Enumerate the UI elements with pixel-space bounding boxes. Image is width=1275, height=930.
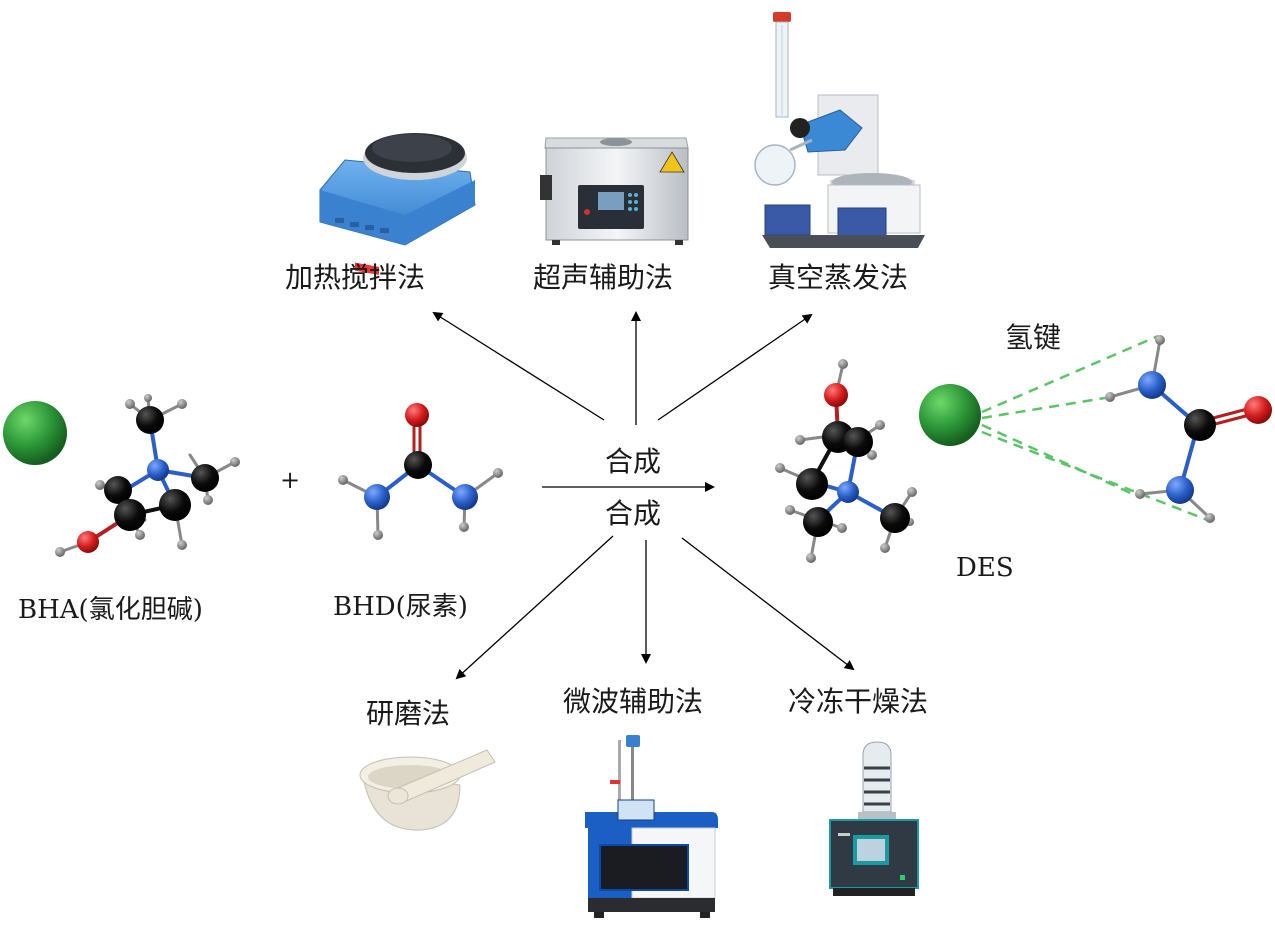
- arrow-to-heat-stir: [432, 311, 605, 421]
- hbond-line: [981, 423, 1136, 497]
- des-choline-cation: [775, 359, 917, 563]
- des-urea: [1105, 335, 1272, 523]
- ultrasonic-bath-image: [540, 137, 689, 245]
- rotary-evaporator-image: [754, 12, 925, 248]
- magnetic-stirrer-hotplate-image: [319, 133, 476, 275]
- hbond-line: [981, 430, 1211, 523]
- arrow-to-freeze-dry: [681, 537, 855, 671]
- bhd-molecule: [338, 403, 503, 540]
- method-label-microwave: 微波辅助法: [563, 685, 704, 718]
- freeze-dryer-image: [829, 741, 919, 896]
- nitrogen-atom: [452, 484, 478, 510]
- method-label-freeze-dry: 冷冻干燥法: [788, 685, 929, 718]
- arrow-to-grinding: [455, 535, 614, 680]
- bhd-label: BHD(尿素): [333, 592, 468, 622]
- arrow-to-vacuum-evap: [657, 313, 813, 421]
- synthesis-label-top: 合成: [605, 445, 662, 478]
- nitrogen-atom: [364, 484, 390, 510]
- mortar-and-pestle-image: [359, 749, 496, 831]
- bha-molecule: [3, 394, 240, 557]
- bha-label: BHA(氯化胆碱): [18, 595, 203, 625]
- hydrogen-bond-lines: [981, 334, 1211, 523]
- synthesis-label-bottom: 合成: [605, 497, 662, 530]
- chloride-atom: [3, 401, 67, 465]
- hbond-line: [981, 396, 1106, 420]
- method-label-heat-stir: 加热搅拌法: [285, 261, 426, 294]
- arrows: [432, 311, 855, 680]
- method-label-ultrasonic: 超声辅助法: [533, 261, 674, 294]
- des-chloride: [919, 384, 981, 446]
- hbond-line: [981, 334, 1159, 414]
- method-label-grinding: 研磨法: [366, 697, 451, 730]
- des-label: DES: [956, 553, 1014, 583]
- chloride-atom: [919, 384, 981, 446]
- plus-sign: +: [280, 466, 301, 494]
- carbon-atom: [404, 451, 432, 479]
- hydrogen-bond-label: 氢键: [1005, 321, 1062, 354]
- microwave-reactor-image: [585, 735, 718, 918]
- method-label-vacuum-evap: 真空蒸发法: [768, 261, 909, 294]
- oxygen-atom: [405, 403, 429, 427]
